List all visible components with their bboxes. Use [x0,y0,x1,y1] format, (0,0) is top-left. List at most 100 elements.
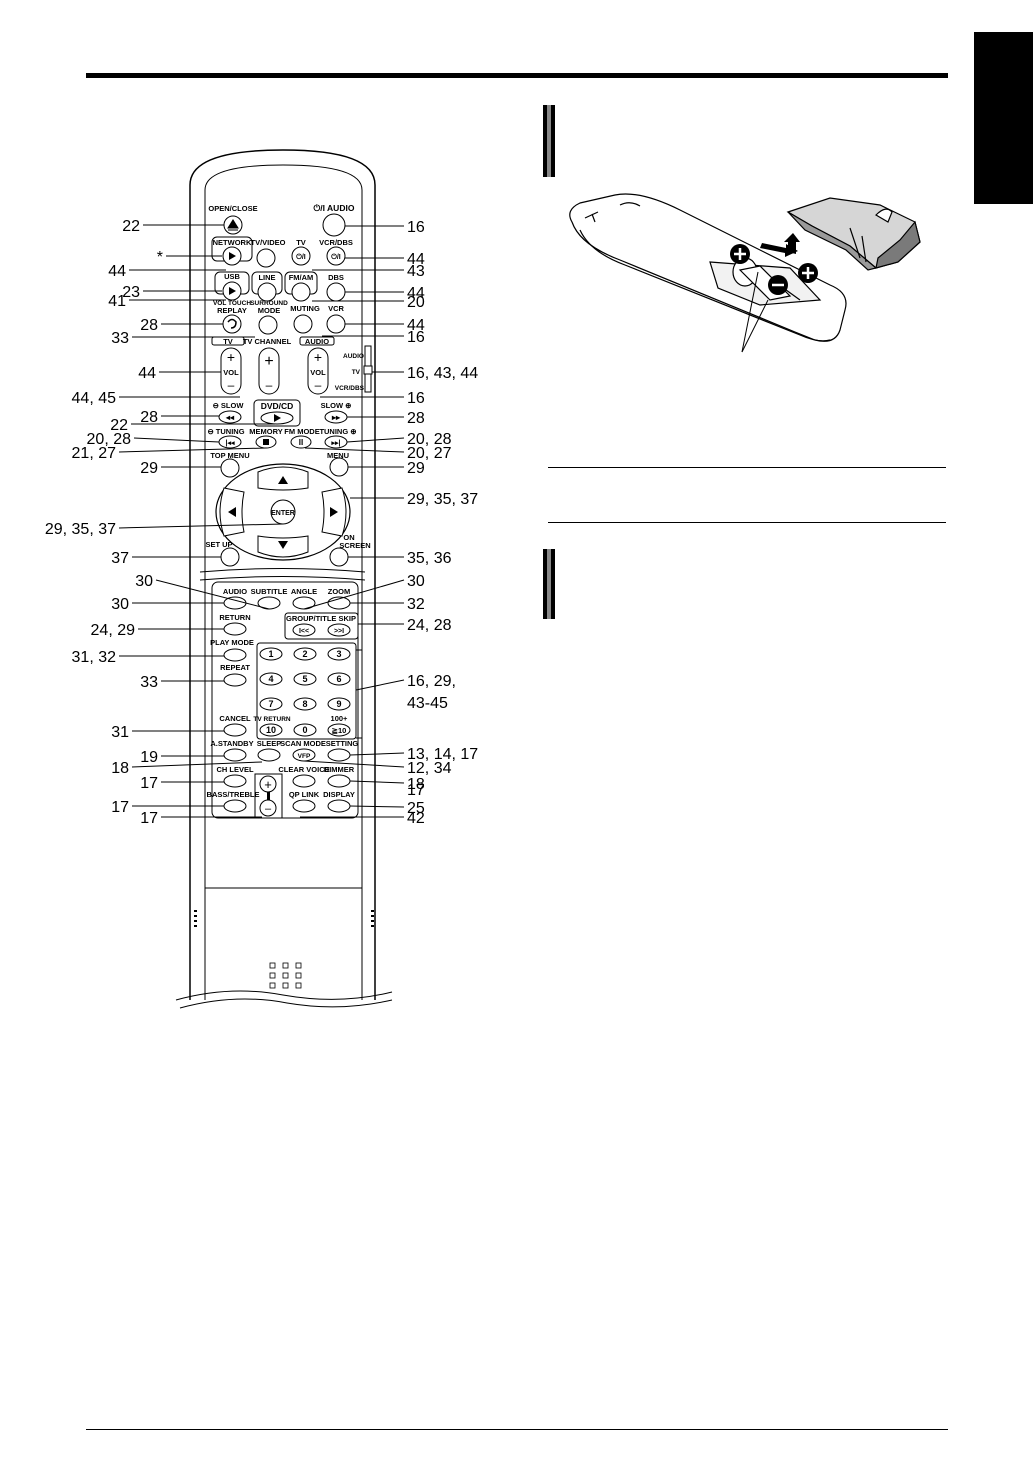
num-4-button[interactable] [259,672,283,686]
slow-left-label: ⊖ SLOW [213,401,245,410]
skip-next-icon: >>I [334,628,344,635]
skip-previous-button[interactable] [292,623,316,637]
fm-mode-pause-button[interactable] [290,435,312,449]
clear-voice-button[interactable] [292,774,316,788]
rewind-icon: ◂◂ [225,413,235,422]
dvd-play-icon [274,414,281,422]
arrow-down-icon [278,541,288,549]
right-leader-10 [346,437,405,443]
left-page-ref-14: 29, 35, 37 [45,521,116,538]
num-9-button[interactable] [327,697,351,711]
fm-am-button[interactable] [291,282,311,302]
left-page-ref-2: 44 [108,263,126,280]
left-page-ref-20: 33 [140,674,158,691]
right-page-ref-2: 43 [407,263,425,280]
ch-level-label: CH LEVEL [216,765,254,774]
line-label: LINE [258,273,275,282]
bass-treble-label: BASS/TREBLE [207,790,260,799]
right-page-ref-10: 20, 28 [407,431,452,448]
repeat-button[interactable] [223,673,247,687]
num-6-button[interactable] [327,672,351,686]
level-minus-button[interactable] [259,799,277,817]
sleep-button[interactable] [257,748,281,762]
mode-slider-knob[interactable] [363,365,373,375]
top-menu-button[interactable] [220,458,240,478]
tv-vol-rocker[interactable] [220,347,242,395]
qp-link-label: QP LINK [289,790,320,799]
num-5-label: 5 [302,674,307,684]
hundred-plus-label: 100+ [331,714,349,723]
left-page-ref-21: 31 [111,724,129,741]
vcr-label: VCR [328,304,344,313]
num-3-label: 3 [336,649,341,659]
stop-icon [263,439,269,445]
on-label: ON [343,533,354,542]
right-page-ref-16: 32 [407,596,425,613]
left-page-ref-8: 44, 45 [72,390,117,407]
play-mode-button[interactable] [223,648,247,662]
num-1-button[interactable] [259,647,283,661]
level-plus-label: + [264,777,272,792]
tuning-left-label: ⊖ TUNING [207,427,244,436]
left-page-ref-17: 30 [111,596,129,613]
left-leader-14 [118,523,284,529]
slow-reverse-button[interactable] [218,410,242,424]
menu-label: MENU [327,451,349,460]
ch-level-button[interactable] [223,774,247,788]
tv-power-button[interactable] [291,246,311,266]
repeat-label: REPEAT [220,663,250,672]
skip-next-button[interactable] [327,623,351,637]
left-page-ref-22: 19 [140,749,158,766]
sleep-label: SLEEP [257,739,282,748]
audio-power-button[interactable] [322,213,346,237]
line-button[interactable] [257,282,277,302]
dvd-cd-label: DVD/CD [261,401,294,411]
slider-audio-label: AUDIO [343,353,364,360]
vcr-dbs-power-button[interactable] [326,246,346,266]
right-page-ref-24: 25 [407,800,425,817]
num-10-button[interactable] [259,723,283,737]
qp-link-button[interactable] [292,799,316,813]
a-standby-button[interactable] [223,748,247,762]
channel-rocker[interactable] [258,347,280,395]
level-adjust-frame [254,773,283,819]
cancel-button[interactable] [223,723,247,737]
remote-body [175,149,393,1009]
level-minus-label: – [265,803,272,815]
slider-vcr-label: VCR/DBS [335,385,365,392]
fm-am-label: FM/AM [289,273,314,282]
tv-video-button[interactable] [256,248,276,268]
right-page-ref-3: 44 [407,285,425,302]
left-page-ref-12: 21, 27 [72,445,117,462]
right-page-ref-13: 29, 35, 37 [407,491,478,508]
right-page-ref-15: 30 [407,573,425,590]
num-1-label: 1 [268,649,273,659]
battery-callout-lines [741,271,769,353]
num-8-button[interactable] [293,697,317,711]
num-ge10-button[interactable] [327,723,351,737]
num-9-label: 9 [336,699,341,709]
num-0-button[interactable] [293,723,317,737]
surround-mode-button[interactable] [258,315,278,335]
right-page-ref-9: 28 [407,410,425,427]
num-7-button[interactable] [259,697,283,711]
angle-label: ANGLE [291,587,317,596]
fast-forward-icon: ▸▸ [331,413,341,422]
right-page-ref-20: 13, 14, 17 [407,746,478,763]
section-bar-2 [543,549,555,619]
num-2-button[interactable] [293,647,317,661]
muting-button[interactable] [293,314,313,334]
left-page-ref-10: 22 [110,417,128,434]
audio-vol-rocker[interactable] [307,347,329,395]
num-5-button[interactable] [293,672,317,686]
divider-2 [548,522,946,523]
left-page-ref-5: 28 [140,317,158,334]
right-page-ref-1: 44 [407,251,425,268]
left-page-ref-19: 31, 32 [72,649,117,666]
surround-label: SURROUND [250,300,288,307]
num-3-button[interactable] [327,647,351,661]
surround-mode-label: MODE [258,306,281,315]
